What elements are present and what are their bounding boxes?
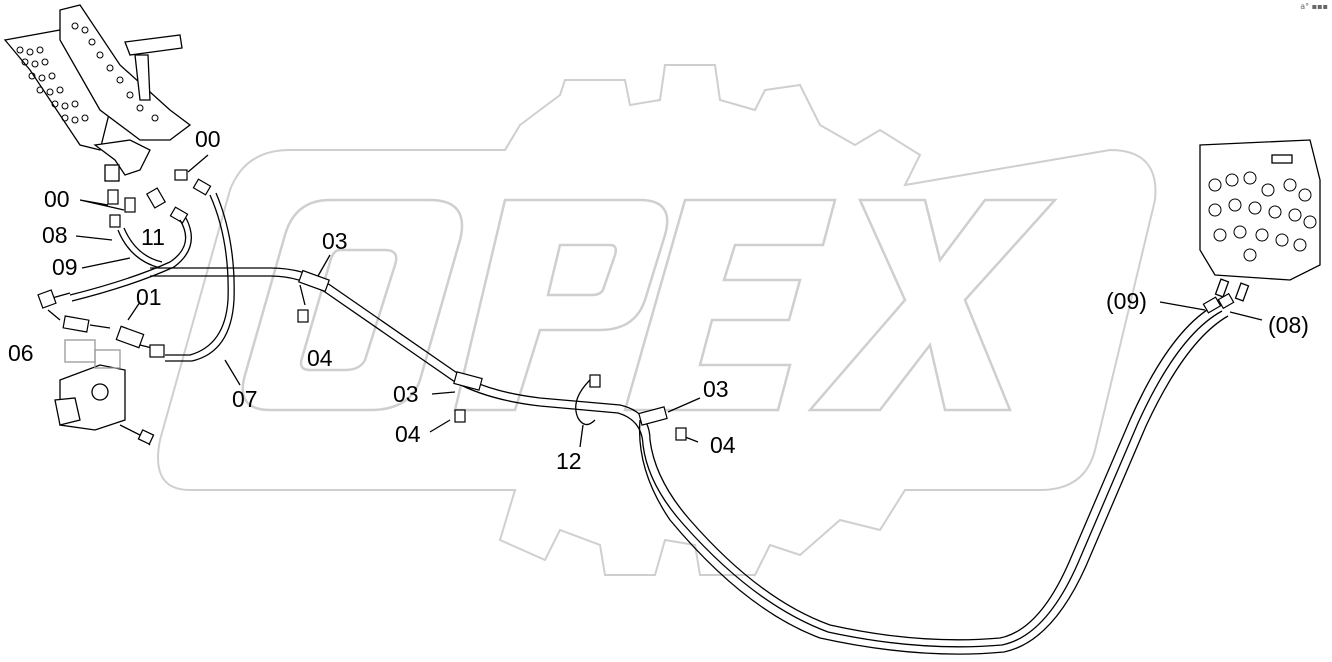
callout-00-left: 00: [44, 186, 70, 212]
callout-04-c: 04: [710, 432, 736, 458]
callout-00-top: 00: [195, 126, 221, 152]
callout-08: 08: [42, 222, 68, 248]
callout-03-b: 03: [393, 381, 419, 407]
hose-01: [89, 324, 111, 329]
callout-03-c: 03: [703, 376, 729, 402]
callout-07: 07: [232, 386, 258, 412]
callout-04-b: 04: [395, 421, 421, 447]
watermark-gear: [157, 64, 1157, 576]
callout-11: 11: [141, 224, 165, 250]
callout-04-a: 04: [307, 345, 333, 371]
hoses: [44, 154, 1263, 655]
callout-09-paren: (09): [1106, 288, 1147, 314]
hose-bundle-main: [150, 267, 1216, 641]
pedal-assembly: [3, 4, 192, 182]
watermark-logo: [157, 64, 1157, 576]
control-valve: [1199, 139, 1321, 302]
corner-mark: a° ▪▪▪: [1300, 2, 1328, 11]
hose-07: [165, 194, 229, 356]
callout-06: 06: [8, 340, 34, 366]
hose-08: [117, 229, 161, 269]
callout-09: 09: [52, 254, 78, 280]
watermark-text: [241, 198, 1058, 412]
clamps: [37, 269, 1235, 441]
hose-09: [69, 219, 187, 296]
callout-12: 12: [556, 448, 582, 474]
fittings-cluster: [107, 169, 212, 228]
callout-08-paren: (08): [1268, 312, 1309, 338]
tie-12: [575, 379, 596, 426]
valve-block: [54, 339, 155, 446]
callout-03-a: 03: [322, 228, 348, 254]
callout-01: 01: [136, 284, 162, 310]
